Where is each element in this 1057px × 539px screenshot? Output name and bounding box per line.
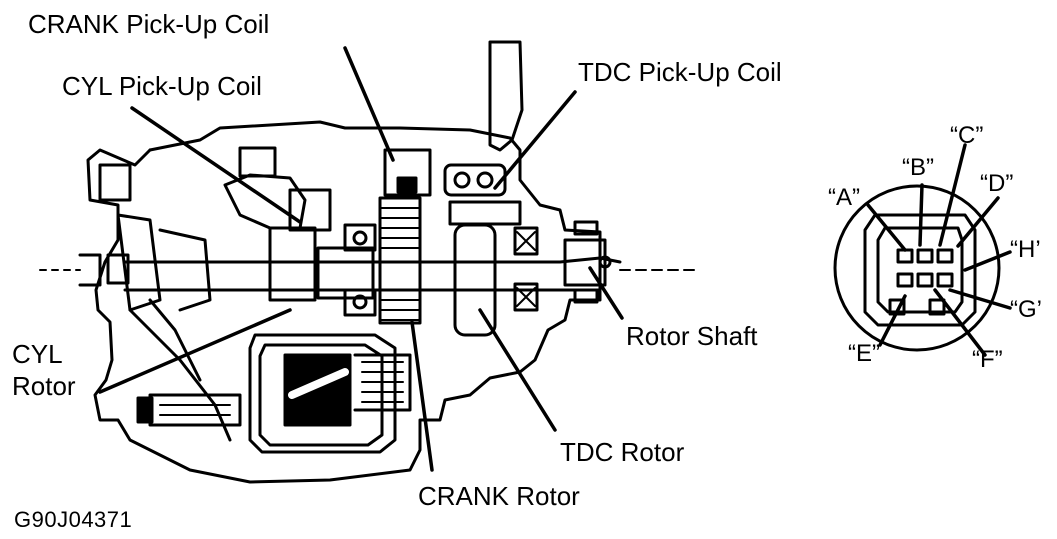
label-cyl-rotor-line1: CYL: [12, 339, 63, 369]
pin-label-c: “C”: [950, 122, 984, 149]
pin-label-b: “B”: [902, 154, 934, 181]
label-crank-rotor: CRANK Rotor: [418, 481, 580, 511]
label-cyl-rotor-line2: Rotor: [12, 371, 76, 401]
pin-label-d: “D”: [980, 170, 1014, 197]
pin-label-f: “F”: [972, 346, 1003, 373]
leader-lines: [98, 46, 1012, 472]
label-crank-pickup-coil: CRANK Pick-Up Coil: [28, 9, 270, 39]
distributor-housing: [39, 40, 602, 484]
pin-label-g: “G’: [1010, 296, 1042, 323]
label-tdc-rotor: TDC Rotor: [560, 437, 685, 467]
ignition-coil: [136, 333, 412, 454]
pin-label-h: “H’: [1010, 236, 1041, 263]
label-cyl-pickup-coil: CYL Pick-Up Coil: [62, 71, 262, 101]
pin-label-a: “A”: [828, 184, 860, 211]
connector-face: [833, 184, 1001, 352]
figure-id: G90J04371: [14, 507, 133, 532]
pin-label-e: “E”: [848, 340, 880, 367]
label-tdc-pickup-coil: TDC Pick-Up Coil: [578, 57, 782, 87]
label-rotor-shaft: Rotor Shaft: [626, 321, 758, 351]
rotor-shaft-assembly: [123, 146, 701, 337]
